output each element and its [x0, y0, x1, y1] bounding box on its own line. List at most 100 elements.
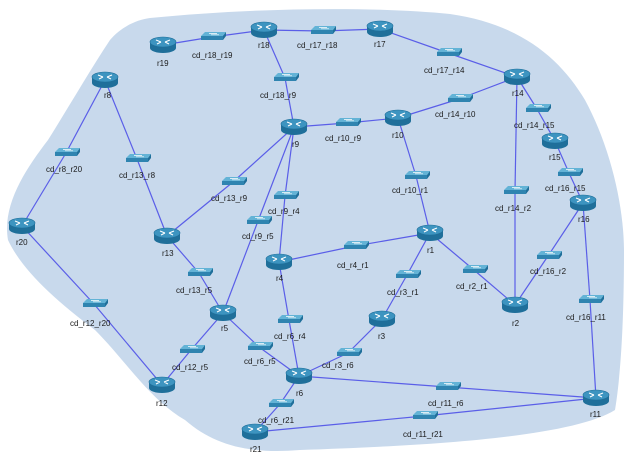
router-icon [416, 224, 444, 241]
switch-icon [55, 148, 80, 156]
switch-cd_r8_r20[interactable] [55, 148, 80, 156]
switch-icon [336, 118, 361, 126]
switch-icon [274, 73, 299, 81]
switch-cd_r3_r6[interactable] [337, 348, 362, 356]
switch-icon [201, 32, 226, 40]
router-label: r15 [549, 153, 561, 162]
switch-icon [436, 382, 461, 390]
link-cd_r13_r9-r13 [166, 181, 234, 237]
router-r16[interactable] [569, 194, 597, 211]
switch-cd_r11_r6[interactable] [436, 382, 461, 390]
switch-cd_r12_r5[interactable] [180, 345, 205, 353]
network-cloud-background [7, 9, 625, 451]
switch-cd_r12_r20[interactable] [83, 299, 108, 307]
switch-label: cd_r16_r15 [545, 184, 586, 193]
switch-cd_r18_r9[interactable] [274, 73, 299, 81]
router-r19[interactable] [149, 36, 177, 53]
switch-cd_r13_r5[interactable] [188, 268, 213, 276]
switch-cd_r3_r1[interactable] [396, 270, 421, 278]
router-icon [582, 389, 610, 406]
router-label: r11 [590, 410, 602, 419]
router-r17[interactable] [366, 20, 394, 37]
router-label: r21 [250, 445, 262, 454]
link-cd_r9_r4-r9 [284, 126, 295, 197]
switch-label: cd_r17_r14 [424, 66, 465, 75]
router-icon [280, 118, 308, 135]
switch-label: cd_r9_r4 [268, 207, 300, 216]
switch-cd_r6_r21[interactable] [269, 399, 294, 407]
switch-cd_r18_r19[interactable] [201, 32, 226, 40]
switch-icon [537, 251, 562, 259]
switch-cd_r6_r5[interactable] [248, 342, 273, 350]
switch-label: cd_r14_r2 [495, 204, 532, 213]
router-r13[interactable] [153, 227, 181, 244]
router-r4[interactable] [265, 253, 293, 270]
switch-cd_r16_r15[interactable] [558, 168, 583, 176]
router-r3[interactable] [368, 310, 396, 327]
link-cd_r16_r2-r2 [514, 255, 549, 306]
router-icon [501, 296, 529, 313]
link-cd_r11_r6-r11 [446, 386, 597, 399]
router-r9[interactable] [280, 118, 308, 135]
switch-cd_r10_r1[interactable] [405, 171, 430, 179]
switch-label: cd_r12_r5 [172, 363, 209, 372]
router-icon [541, 132, 569, 149]
switch-icon [126, 154, 151, 162]
router-icon [569, 194, 597, 211]
switch-cd_r9_r5[interactable] [247, 216, 272, 224]
router-label: r3 [378, 332, 386, 341]
switch-cd_r9_r4[interactable] [274, 191, 299, 199]
switch-label: cd_r3_r1 [387, 288, 419, 297]
router-r14[interactable] [503, 68, 531, 85]
link-cd_r12_r20-r12 [93, 303, 163, 386]
switch-cd_r6_r4[interactable] [278, 315, 303, 323]
switch-label: cd_r13_r9 [211, 194, 248, 203]
switch-cd_r14_r15[interactable] [526, 104, 551, 112]
link-cd_r13_r8-r8 [104, 79, 138, 160]
router-icon [209, 304, 237, 321]
switch-cd_r17_r14[interactable] [437, 48, 462, 56]
router-r2[interactable] [501, 296, 529, 313]
switch-cd_r14_r2[interactable] [504, 186, 529, 194]
switch-cd_r2_r1[interactable] [463, 265, 488, 273]
router-r12[interactable] [148, 376, 176, 393]
switch-cd_r13_r8[interactable] [126, 154, 151, 162]
router-r20[interactable] [8, 217, 36, 234]
router-r15[interactable] [541, 132, 569, 149]
switch-label: cd_r14_r15 [514, 121, 555, 130]
router-label: r10 [392, 131, 404, 140]
router-r6[interactable] [285, 367, 313, 384]
router-icon [153, 227, 181, 244]
switch-cd_r10_r9[interactable] [336, 118, 361, 126]
router-r18[interactable] [250, 21, 278, 38]
switch-label: cd_r2_r1 [456, 282, 488, 291]
switch-icon [396, 270, 421, 278]
switch-cd_r16_r11[interactable] [579, 295, 604, 303]
router-icon [368, 310, 396, 327]
router-label: r2 [512, 319, 520, 328]
switch-icon [448, 94, 473, 102]
router-icon [241, 423, 269, 440]
switch-cd_r17_r18[interactable] [311, 26, 336, 34]
link-cd_r16_r11-r16 [582, 202, 591, 301]
link-cd_r14_r2-r14 [514, 76, 518, 192]
switch-icon [248, 342, 273, 350]
link-cd_r11_r21-r21 [254, 415, 425, 433]
router-r11[interactable] [582, 389, 610, 406]
switch-label: cd_r18_r9 [260, 91, 297, 100]
link-cd_r18_r9-r18 [263, 29, 286, 79]
switch-cd_r13_r9[interactable] [222, 177, 247, 185]
switch-icon [247, 216, 272, 224]
switch-cd_r16_r2[interactable] [537, 251, 562, 259]
router-r10[interactable] [384, 109, 412, 126]
switch-icon [278, 315, 303, 323]
router-r1[interactable] [416, 224, 444, 241]
router-icon [8, 217, 36, 234]
switch-cd_r14_r10[interactable] [448, 94, 473, 102]
router-label: r8 [104, 91, 112, 100]
switch-cd_r11_r21[interactable] [413, 411, 438, 419]
switch-cd_r4_r1[interactable] [344, 241, 369, 249]
router-r8[interactable] [91, 71, 119, 88]
router-r5[interactable] [209, 304, 237, 321]
router-r21[interactable] [241, 423, 269, 440]
